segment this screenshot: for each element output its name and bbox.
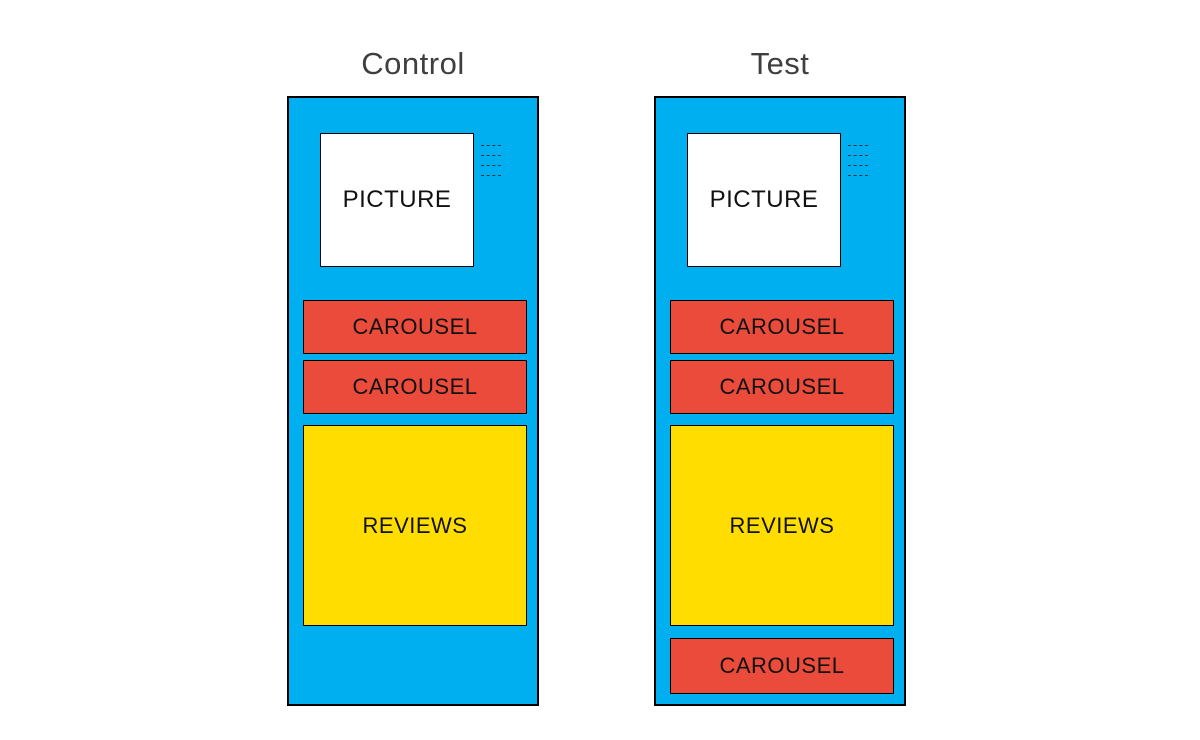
test-picture-box: PICTURE (687, 133, 841, 267)
text-lines-icon (848, 145, 868, 176)
control-carousel-1: CAROUSEL (303, 300, 527, 354)
test-carousel-3: CAROUSEL (670, 638, 894, 694)
control-carousel-2: CAROUSEL (303, 360, 527, 414)
dash-line (848, 165, 868, 166)
text-lines-icon (481, 145, 501, 176)
control-reviews-box: REVIEWS (303, 425, 527, 626)
test-carousel-2: CAROUSEL (670, 360, 894, 414)
variant-test: Test PICTURE CAROUSEL CAROUSEL REVIEWS C… (654, 42, 906, 706)
test-carousel-1: CAROUSEL (670, 300, 894, 354)
test-reviews-box: REVIEWS (670, 425, 894, 626)
dash-line (481, 175, 501, 176)
dash-line (481, 165, 501, 166)
control-phone-frame: PICTURE CAROUSEL CAROUSEL REVIEWS (287, 96, 539, 706)
control-picture-box: PICTURE (320, 133, 474, 267)
dash-line (848, 175, 868, 176)
dash-line (481, 155, 501, 156)
dash-line (481, 145, 501, 146)
dash-line (848, 155, 868, 156)
test-title: Test (750, 46, 810, 81)
test-phone-frame: PICTURE CAROUSEL CAROUSEL REVIEWS CAROUS… (654, 96, 906, 706)
dash-line (848, 145, 868, 146)
variant-control: Control PICTURE CAROUSEL CAROUSEL REVIEW… (287, 42, 539, 706)
control-title: Control (361, 46, 465, 81)
